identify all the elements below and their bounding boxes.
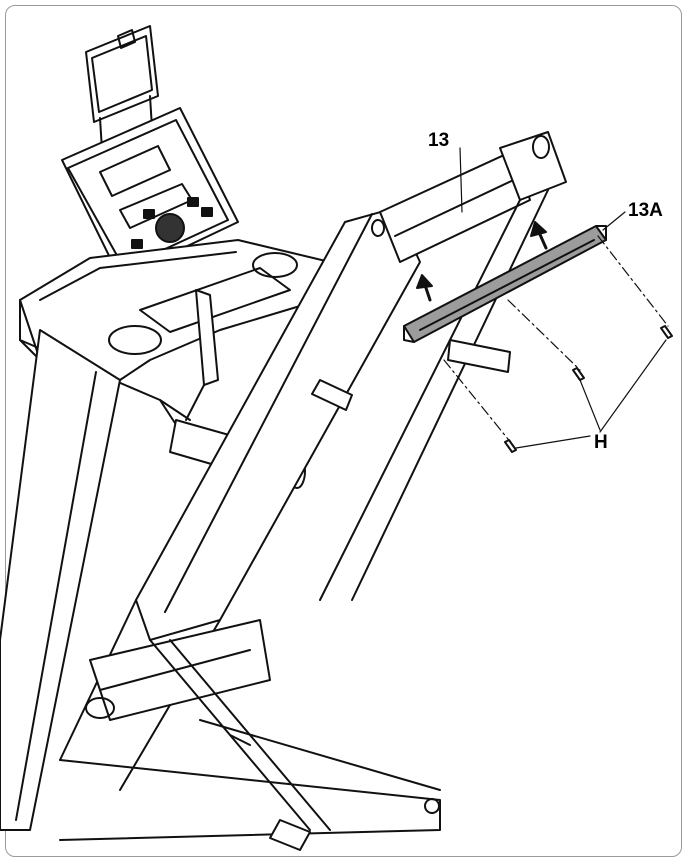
console-button <box>187 197 199 207</box>
left-upright <box>0 329 121 831</box>
leader-lines <box>459 147 667 449</box>
console-tray <box>19 239 331 441</box>
bolt-h <box>504 325 673 453</box>
callout-13a: 13A <box>628 200 663 221</box>
upper-rear-tube <box>319 131 567 601</box>
lower-frame <box>59 339 511 851</box>
console-button <box>131 239 143 249</box>
console-button <box>201 207 213 217</box>
callout-13: 13 <box>428 130 449 151</box>
console-button <box>143 209 155 219</box>
console <box>61 107 239 279</box>
bolt-h-guides <box>443 235 669 445</box>
callout-h: H <box>594 432 608 453</box>
assembly-arrow <box>416 274 433 302</box>
console-display <box>99 145 171 197</box>
part-13a-rail <box>403 225 607 343</box>
console-dial <box>155 213 185 243</box>
assembly-arrow <box>530 221 548 250</box>
